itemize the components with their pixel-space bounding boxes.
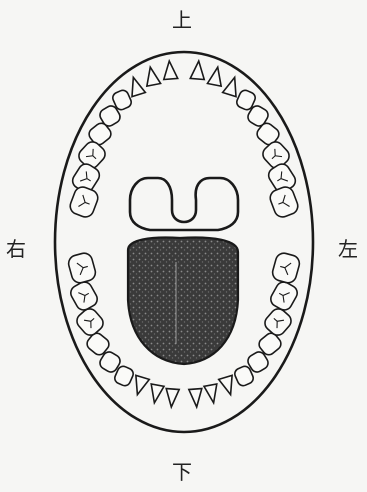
label-upper: 上 bbox=[172, 10, 192, 30]
lower-tooth-left-3 bbox=[219, 375, 238, 396]
lower-tooth-left-8 bbox=[268, 279, 300, 312]
lower-tooth-right-3 bbox=[131, 375, 150, 396]
lower-tooth-right-2 bbox=[148, 384, 164, 404]
lower-tooth-right-1 bbox=[165, 389, 179, 408]
upper-tooth-right-9 bbox=[68, 185, 100, 220]
lower-tooth-right-9 bbox=[67, 251, 98, 284]
upper-arch-teeth bbox=[68, 60, 300, 219]
upper-tooth-left-2 bbox=[207, 66, 224, 86]
upper-tooth-left-3 bbox=[223, 75, 242, 96]
upper-tooth-left-1 bbox=[190, 60, 205, 79]
lower-tooth-left-2 bbox=[204, 384, 220, 404]
label-patient-right: 右 bbox=[6, 239, 26, 259]
lower-tooth-right-8 bbox=[68, 279, 100, 312]
label-lower: 下 bbox=[172, 462, 192, 482]
upper-tooth-left-9 bbox=[268, 185, 300, 220]
lower-tooth-right-7 bbox=[74, 306, 106, 339]
lower-tooth-left-1 bbox=[189, 389, 203, 408]
lower-tooth-left-9 bbox=[271, 251, 302, 284]
upper-tooth-right-2 bbox=[143, 66, 160, 86]
lower-tooth-left-7 bbox=[262, 306, 294, 339]
palate-outline bbox=[130, 178, 238, 230]
upper-tooth-right-1 bbox=[162, 60, 177, 79]
upper-tooth-right-3 bbox=[127, 75, 146, 96]
label-patient-left: 左 bbox=[338, 239, 358, 259]
tongue bbox=[128, 238, 238, 365]
